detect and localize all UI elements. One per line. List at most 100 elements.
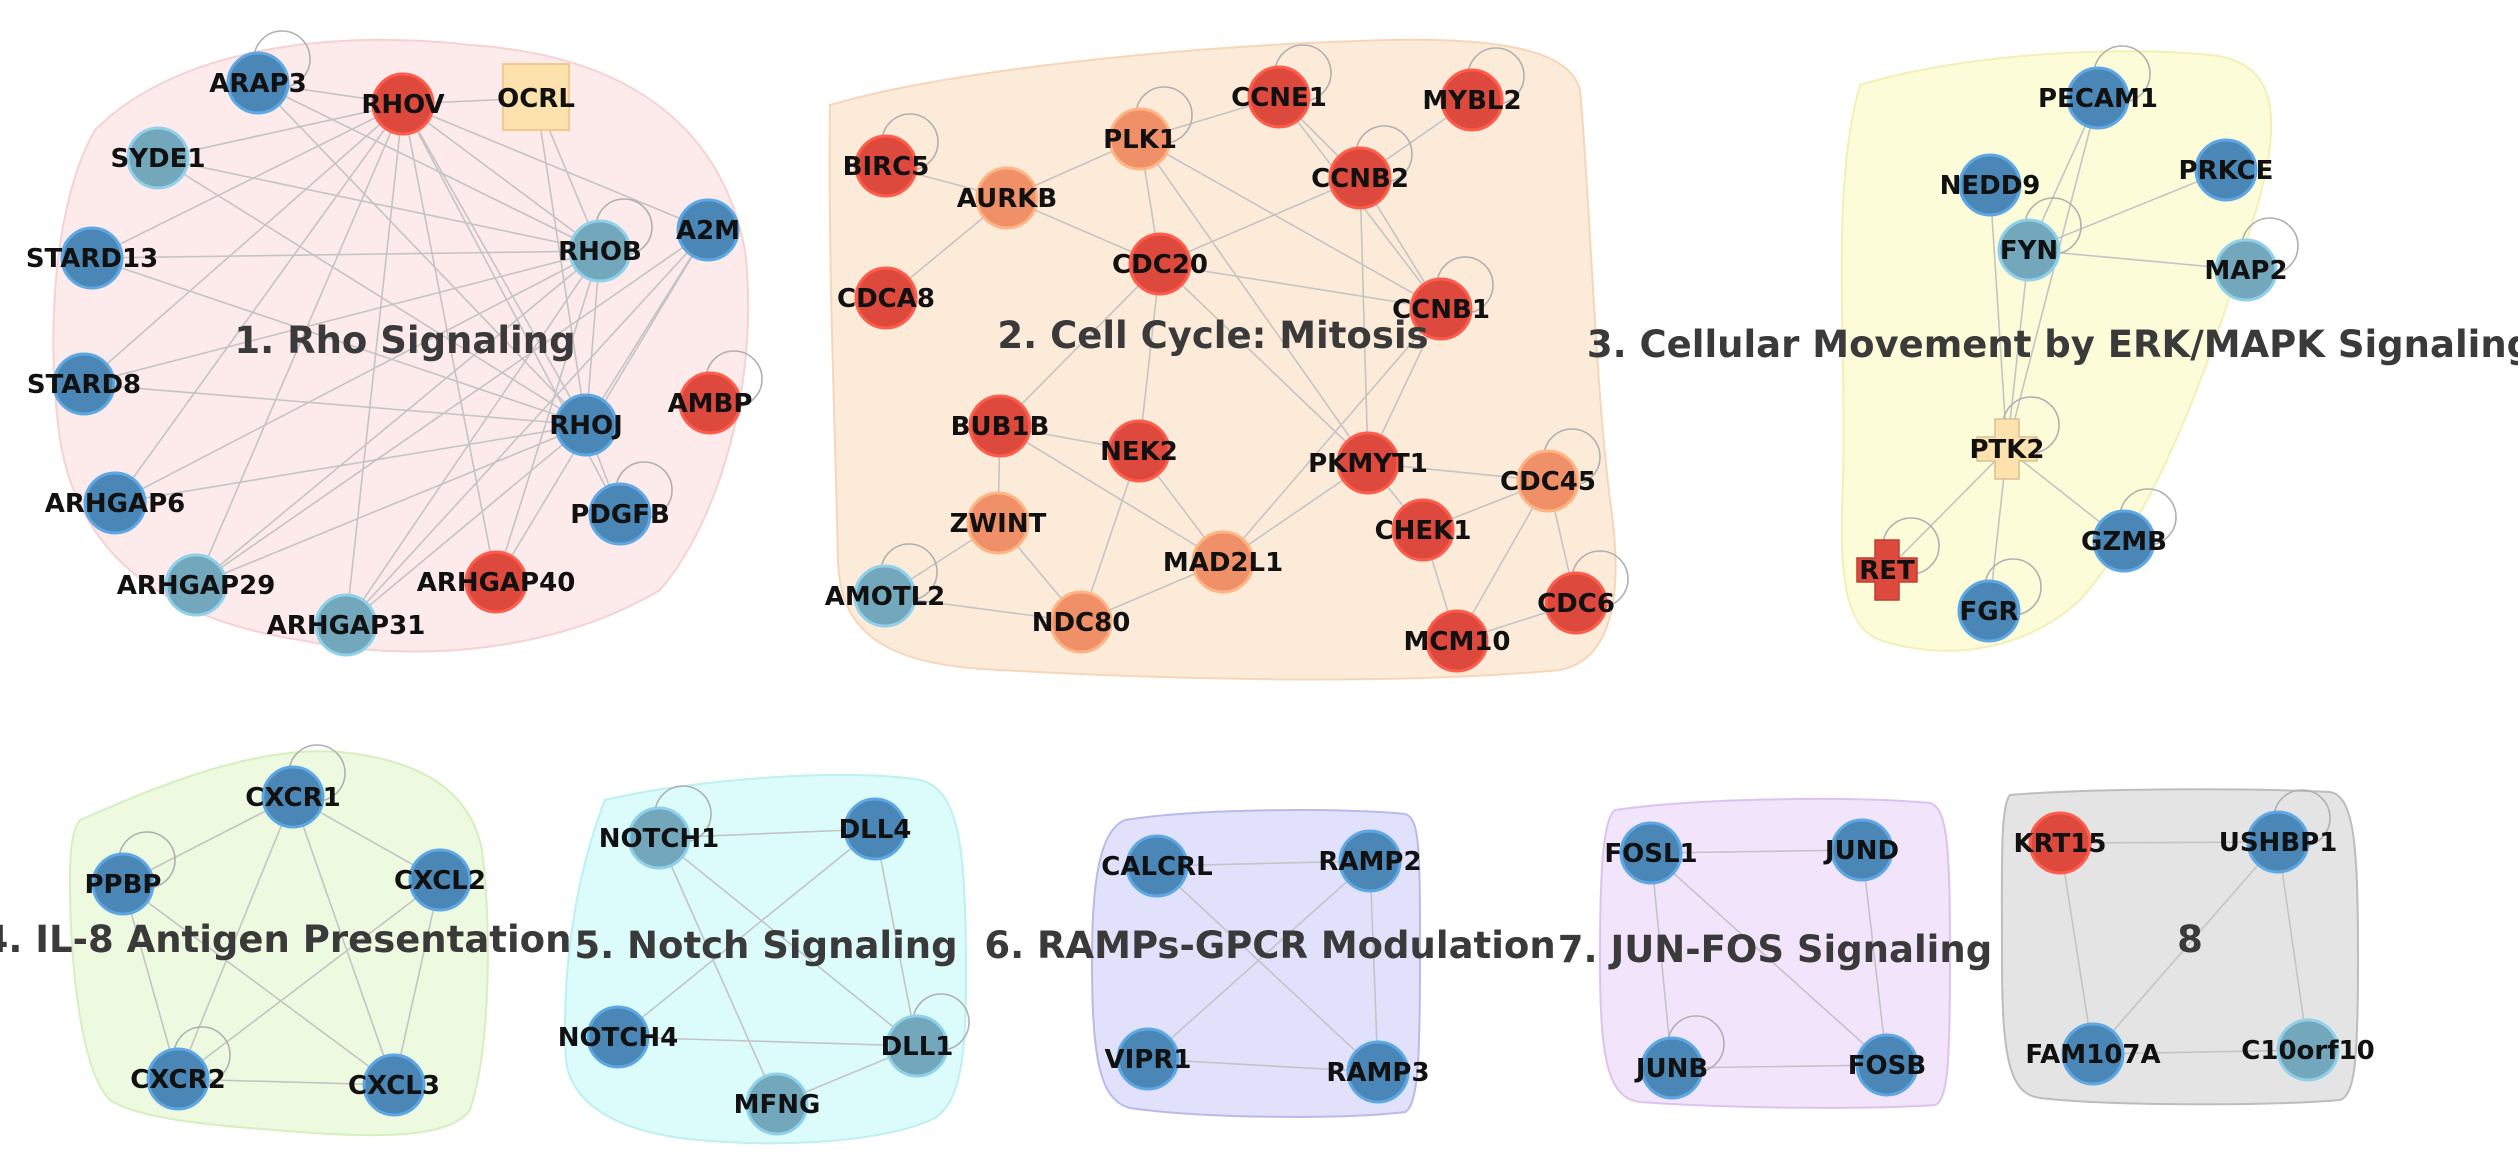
edge-arhgap31-rhoj (345, 424, 587, 626)
node-rhov[interactable]: RHOV (361, 72, 445, 136)
edge-bub1b-mad2l1 (999, 425, 1224, 563)
node-pdgfb[interactable]: PDGFB (570, 482, 670, 546)
node-plk1[interactable]: PLK1 (1103, 107, 1177, 171)
node-rhob[interactable]: RHOB (558, 219, 642, 283)
node-prkce[interactable]: PRKCE (2179, 138, 2274, 202)
node-dll1[interactable]: DLL1 (881, 1014, 954, 1078)
edge-fyn-ptk2 (2006, 249, 2030, 450)
node-shape-prkce (2194, 138, 2258, 202)
node-shape-junb (1640, 1036, 1704, 1100)
node-mfng[interactable]: MFNG (734, 1072, 821, 1136)
node-stard8[interactable]: STARD8 (27, 352, 141, 416)
node-ndc80[interactable]: NDC80 (1032, 590, 1131, 654)
node-amotl2[interactable]: AMOTL2 (825, 564, 946, 628)
node-junb[interactable]: JUNB (1634, 1036, 1708, 1100)
node-pecam1[interactable]: PECAM1 (2038, 66, 2158, 130)
node-c10orf10[interactable]: C10orf10 (2241, 1018, 2375, 1082)
node-shape-plk1 (1108, 107, 1172, 171)
node-shape-zwint (966, 491, 1030, 555)
node-ptk2[interactable]: PTK2 (1969, 418, 2045, 480)
node-shape-mad2l1 (1191, 530, 1255, 594)
node-cdc45[interactable]: CDC45 (1500, 449, 1596, 513)
node-arhgap29[interactable]: ARHGAP29 (117, 553, 276, 617)
node-nedd9[interactable]: NEDD9 (1940, 153, 2041, 217)
node-notch1[interactable]: NOTCH1 (599, 806, 720, 870)
edge-rhov-rhoj (402, 103, 587, 426)
node-a2m[interactable]: A2M (676, 198, 740, 262)
node-label-mfng: MFNG (734, 1090, 821, 1120)
node-jund[interactable]: JUND (1823, 818, 1899, 882)
node-ramp2[interactable]: RAMP2 (1318, 829, 1422, 893)
node-cxcr1[interactable]: CXCR1 (245, 765, 341, 829)
node-gzmb[interactable]: GZMB (2081, 509, 2167, 573)
node-rhoj[interactable]: RHOJ (549, 393, 623, 457)
node-syde1[interactable]: SYDE1 (111, 126, 206, 190)
node-bub1b[interactable]: BUB1B (951, 394, 1050, 458)
edge-cxcr1-cxcr2 (177, 796, 294, 1080)
node-label-ambp: AMBP (668, 389, 753, 419)
node-ushbp1[interactable]: USHBP1 (2219, 810, 2338, 874)
edge-ccnb1-mad2l1 (1222, 308, 1442, 563)
node-arhgap31[interactable]: ARHGAP31 (267, 593, 426, 657)
node-birc5[interactable]: BIRC5 (843, 134, 930, 198)
node-mcm10[interactable]: MCM10 (1403, 609, 1511, 673)
node-fosl1[interactable]: FOSL1 (1604, 821, 1698, 885)
node-label-birc5: BIRC5 (843, 152, 930, 182)
node-ramp3[interactable]: RAMP3 (1326, 1040, 1430, 1104)
node-ocrl[interactable]: OCRL (497, 63, 575, 131)
edge-krt15-ushbp1 (2059, 841, 2279, 844)
node-arhgap40[interactable]: ARHGAP40 (417, 550, 576, 614)
node-cdc20[interactable]: CDC20 (1112, 232, 1208, 296)
node-fyn[interactable]: FYN (1997, 218, 2061, 282)
node-notch4[interactable]: NOTCH4 (558, 1005, 679, 1069)
node-shape-ramp2 (1338, 829, 1402, 893)
edge-dll4-notch4 (617, 828, 876, 1038)
node-shape-arhgap6 (83, 471, 147, 535)
node-cxcl3[interactable]: CXCL3 (348, 1053, 440, 1117)
node-ret[interactable]: RET (1856, 539, 1918, 601)
edge-a2m-arhgap31 (345, 229, 709, 626)
node-label-fgr: FGR (1959, 597, 2018, 627)
node-arhgap6[interactable]: ARHGAP6 (45, 471, 186, 535)
node-cxcl2[interactable]: CXCL2 (394, 848, 486, 912)
edge-calcrl-ramp3 (1156, 865, 1379, 1073)
node-stard13[interactable]: STARD13 (26, 226, 158, 290)
node-aurkb[interactable]: AURKB (957, 166, 1057, 230)
node-cdc6[interactable]: CDC6 (1537, 571, 1615, 635)
node-map2[interactable]: MAP2 (2204, 238, 2288, 302)
edge-cxcr1-ppbp (122, 796, 294, 885)
node-ppbp[interactable]: PPBP (85, 852, 162, 916)
edge-ccnb2-cdc20 (1159, 177, 1361, 265)
edge-fosl1-junb (1650, 852, 1673, 1069)
node-mad2l1[interactable]: MAD2L1 (1163, 530, 1283, 594)
node-pkmyt1[interactable]: PKMYT1 (1308, 431, 1428, 495)
node-fosb[interactable]: FOSB (1848, 1033, 1926, 1097)
node-ambp[interactable]: AMBP (668, 371, 753, 435)
node-ccnb1[interactable]: CCNB1 (1392, 277, 1490, 341)
node-shape-cxcl2 (408, 848, 472, 912)
node-shape-stard8 (52, 352, 116, 416)
node-shape-ccne1 (1247, 65, 1311, 129)
module-title-1: 1. Rho Signaling (234, 319, 575, 362)
node-mybl2[interactable]: MYBL2 (1422, 68, 1522, 132)
node-ccnb2[interactable]: CCNB2 (1311, 146, 1409, 210)
node-label-krt15: KRT15 (2014, 829, 2107, 859)
node-shape-ptk2 (1976, 418, 2038, 480)
node-cxcr2[interactable]: CXCR2 (130, 1047, 226, 1111)
edge-notch1-mfng (658, 837, 778, 1105)
node-zwint[interactable]: ZWINT (950, 491, 1047, 555)
node-fgr[interactable]: FGR (1957, 579, 2021, 643)
node-chek1[interactable]: CHEK1 (1375, 498, 1472, 562)
node-nek2[interactable]: NEK2 (1100, 419, 1178, 483)
node-dll4[interactable]: DLL4 (839, 797, 912, 861)
node-cdca8[interactable]: CDCA8 (837, 266, 935, 330)
edge-syde1-rhob (157, 157, 601, 252)
node-ccne1[interactable]: CCNE1 (1231, 65, 1327, 129)
node-calcrl[interactable]: CALCRL (1101, 834, 1213, 898)
node-fam107a[interactable]: FAM107A (2025, 1022, 2161, 1086)
node-label-nek2: NEK2 (1100, 437, 1178, 467)
node-vipr1[interactable]: VIPR1 (1105, 1027, 1192, 1091)
node-krt15[interactable]: KRT15 (2014, 811, 2107, 875)
node-arap3[interactable]: ARAP3 (209, 51, 307, 115)
